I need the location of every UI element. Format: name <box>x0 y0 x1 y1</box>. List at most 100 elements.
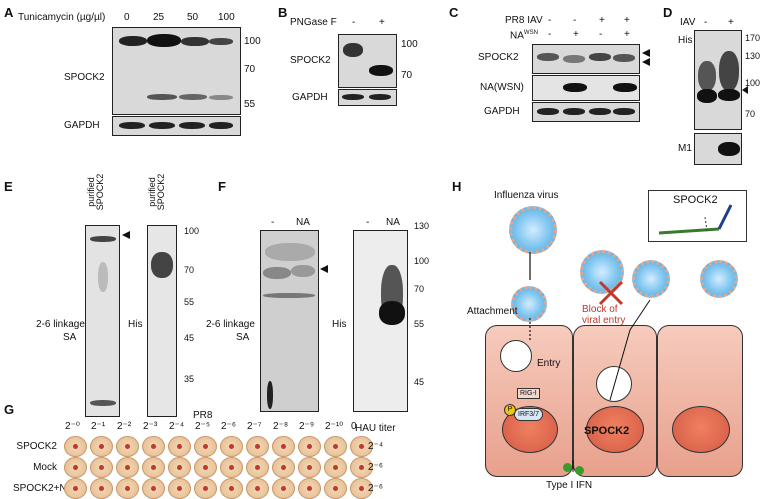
panel-a-marker-70: 70 <box>244 64 256 75</box>
panel-h-spock2-gene-label: SPOCK2 <box>584 425 630 437</box>
hai-well <box>246 457 269 478</box>
vesicle-icon <box>596 366 632 402</box>
rbc-button-dot <box>99 444 104 449</box>
panel-a-gapdh-label: GAPDH <box>64 120 100 131</box>
endosome-icon <box>500 340 532 372</box>
panel-e-marker-55: 55 <box>184 297 195 307</box>
panel-g-row-label-0: SPOCK2 <box>16 441 57 452</box>
rbc-button-dot <box>255 444 260 449</box>
panel-e-left-label-2: SA <box>63 332 77 343</box>
panel-h-letter: H <box>452 179 462 194</box>
rbc-button-dot <box>177 444 182 449</box>
panel-f-marker-70: 70 <box>414 284 425 294</box>
panel-d-m1-blot <box>694 133 742 165</box>
rbc-button-dot <box>151 486 156 491</box>
panel-a-spock2-label: SPOCK2 <box>64 72 105 83</box>
hai-well <box>64 478 87 499</box>
hai-well <box>90 457 113 478</box>
panel-a-letter: A <box>4 5 14 20</box>
ifn-dot-icon-2 <box>575 466 584 475</box>
hai-well <box>90 478 113 499</box>
panel-e-letter: E <box>4 179 13 194</box>
panel-h-legend-box: SPOCK2 <box>648 190 747 242</box>
panel-e-marker-35: 35 <box>184 374 195 384</box>
rbc-button-dot <box>255 465 260 470</box>
panel-a-spock2-blot <box>112 27 241 115</box>
panel-h-entry-label: Entry <box>537 358 561 369</box>
panel-c-row1-v3: + <box>624 15 630 26</box>
panel-f-left-label-1: 2-6 linkage <box>206 319 255 330</box>
hai-well <box>350 457 373 478</box>
panel-d-cond-minus: - <box>704 17 708 28</box>
panel-g-wells-row-2 <box>64 478 373 499</box>
rbc-button-dot <box>333 486 338 491</box>
panel-f-his-blot <box>353 230 408 412</box>
panel-f-right-cond-minus: - <box>366 217 370 228</box>
hai-well <box>220 478 243 499</box>
panel-g-dilution-8: 2⁻⁸ <box>273 421 289 432</box>
hai-well <box>168 478 191 499</box>
panel-e-his-label: His <box>128 319 143 330</box>
rbc-button-dot <box>281 444 286 449</box>
rbc-button-dot <box>73 486 78 491</box>
hai-well <box>194 436 217 457</box>
ifn-dot-icon-1 <box>563 463 572 472</box>
rbc-button-dot <box>177 465 182 470</box>
block-x-icon <box>598 280 624 306</box>
panel-g-wells-row-1 <box>64 457 373 478</box>
hai-well <box>272 436 295 457</box>
panel-a-marker-55: 55 <box>244 99 256 110</box>
panel-a-dose-1: 25 <box>153 12 165 23</box>
panel-b-spock2-blot <box>338 34 397 88</box>
rbc-button-dot <box>307 465 312 470</box>
panel-d-cond-plus: + <box>728 17 734 28</box>
panel-g-dilution-6: 2⁻⁶ <box>221 421 236 432</box>
rbc-button-dot <box>203 486 208 491</box>
panel-a-dose-0: 0 <box>124 12 130 23</box>
hai-well <box>246 436 269 457</box>
panel-b-gapdh-label: GAPDH <box>292 92 328 103</box>
panel-f-arrow <box>320 265 328 273</box>
panel-d-arrow <box>742 86 748 94</box>
spock2-molecule-icon <box>658 204 733 235</box>
rbc-button-dot <box>333 444 338 449</box>
hai-well <box>142 457 165 478</box>
panel-g-row-label-2: SPOCK2+NA <box>13 483 74 494</box>
rbc-button-dot <box>281 465 286 470</box>
hai-well <box>298 457 321 478</box>
virus-blocked-icon-3 <box>700 260 738 298</box>
panel-g-dilution-7: 2⁻⁷ <box>247 421 262 432</box>
panel-h-block-label-1: Block of <box>582 304 618 315</box>
panel-c-spock2-label: SPOCK2 <box>478 52 519 63</box>
rbc-button-dot <box>99 486 104 491</box>
panel-e-left-label-1: 2-6 linkage <box>36 319 85 330</box>
panel-f-left-cond-minus: - <box>271 217 275 228</box>
hai-well <box>350 478 373 499</box>
panel-f-left-label-2: SA <box>236 332 250 343</box>
hai-well <box>116 457 139 478</box>
panel-d-his-blot <box>694 30 742 130</box>
panel-c-row2-v0: - <box>548 29 552 40</box>
panel-b-gapdh-blot <box>338 89 397 106</box>
panel-b-marker-100: 100 <box>401 39 418 50</box>
hai-well <box>168 457 191 478</box>
panel-g-dilution-5: 2⁻⁵ <box>195 421 210 432</box>
panel-g-dilution-4: 2⁻⁴ <box>169 421 185 432</box>
panel-g-titer-2: 2⁻⁶ <box>368 483 383 494</box>
panel-a-treatment-label: Tunicamycin (µg/µl) <box>18 12 106 23</box>
panel-c-na-label: NA(WSN) <box>480 82 524 93</box>
nucleus-2 <box>586 406 644 453</box>
panel-h-legend-label: SPOCK2 <box>673 194 718 206</box>
rbc-button-dot <box>177 486 182 491</box>
panel-b-treatment-label: PNGase F <box>290 17 337 28</box>
panel-g-row-label-1: Mock <box>33 462 57 473</box>
panel-h-rigi-label: RIG-I <box>517 388 540 399</box>
panel-b-spock2-label: SPOCK2 <box>290 55 331 66</box>
panel-g-letter: G <box>4 402 15 417</box>
panel-c-row2-label: NAWSN <box>510 30 538 42</box>
panel-g-dilution-2: 2⁻² <box>117 421 132 432</box>
hai-well <box>142 436 165 457</box>
